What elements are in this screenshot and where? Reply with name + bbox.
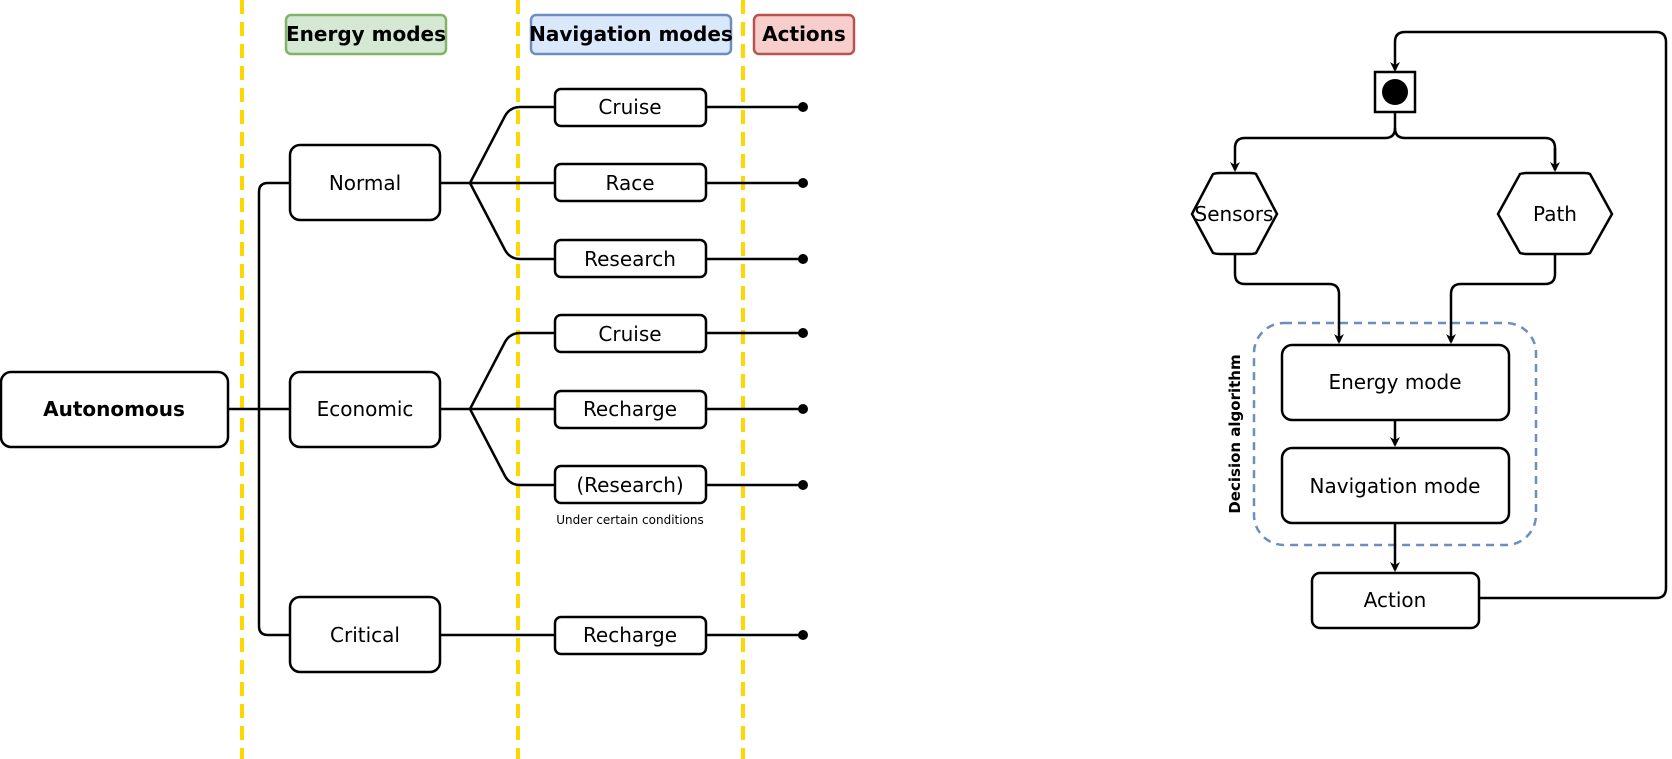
node-autonomous-label: Autonomous — [43, 397, 185, 421]
node-nav-normal-research-label: Research — [584, 247, 676, 271]
node-action-label: Action — [1364, 588, 1427, 612]
action-terminal — [798, 480, 808, 490]
node-nav-economic-research-label: (Research) — [576, 473, 683, 497]
node-nav-normal-race-label: Race — [605, 171, 654, 195]
decision-algorithm-label: Decision algorithm — [1226, 354, 1244, 513]
action-terminal — [798, 328, 808, 338]
node-navigation-mode-label: Navigation mode — [1310, 474, 1481, 498]
node-energy-normal: Normal — [288, 143, 442, 222]
node-energy-economic: Economic — [288, 370, 442, 449]
guide-lines — [240, 0, 745, 759]
tree-connectors — [228, 105, 803, 637]
node-nav-critical-recharge-label: Recharge — [583, 623, 677, 647]
header-navigation-modes-label: Navigation modes — [529, 22, 733, 46]
node-energy-critical: Critical — [288, 595, 442, 674]
node-nav-normal-research: Research — [553, 238, 708, 279]
header-energy-modes: Energy modes — [284, 13, 448, 56]
action-terminal — [798, 630, 808, 640]
header-actions: Actions — [752, 13, 856, 56]
flow-connectors — [1230, 30, 1668, 600]
node-path-label: Path — [1533, 202, 1577, 226]
action-terminal — [798, 404, 808, 414]
node-nav-economic-cruise: Cruise — [553, 313, 708, 354]
node-nav-economic-cruise-label: Cruise — [598, 322, 661, 346]
action-terminal — [798, 178, 808, 188]
node-energy-mode: Energy mode — [1280, 343, 1511, 422]
node-nav-economic-research: (Research) — [553, 464, 708, 505]
action-terminal — [798, 102, 808, 112]
node-energy-critical-label: Critical — [330, 623, 400, 647]
node-nav-normal-cruise: Cruise — [553, 87, 708, 128]
condition-note: Under certain conditions — [556, 513, 704, 527]
node-nav-critical-recharge: Recharge — [553, 615, 708, 656]
header-navigation-modes: Navigation modes — [529, 13, 733, 56]
action-terminal — [798, 254, 808, 264]
node-nav-economic-recharge: Recharge — [553, 389, 708, 430]
node-energy-mode-label: Energy mode — [1328, 370, 1461, 394]
node-action: Action — [1310, 571, 1481, 630]
node-nav-normal-cruise-label: Cruise — [598, 95, 661, 119]
node-navigation-mode: Navigation mode — [1280, 446, 1511, 525]
initial-node — [1373, 70, 1417, 114]
action-terminals — [798, 102, 808, 640]
node-nav-normal-race: Race — [553, 162, 708, 203]
node-sensors-label: Sensors — [1195, 202, 1274, 226]
node-nav-economic-recharge-label: Recharge — [583, 397, 677, 421]
node-autonomous: Autonomous — [0, 370, 230, 449]
header-energy-modes-label: Energy modes — [286, 22, 446, 46]
node-energy-economic-label: Economic — [317, 397, 414, 421]
node-sensors: Sensors — [1190, 171, 1279, 256]
node-energy-normal-label: Normal — [329, 171, 401, 195]
node-path: Path — [1496, 171, 1614, 256]
header-actions-label: Actions — [762, 22, 846, 46]
